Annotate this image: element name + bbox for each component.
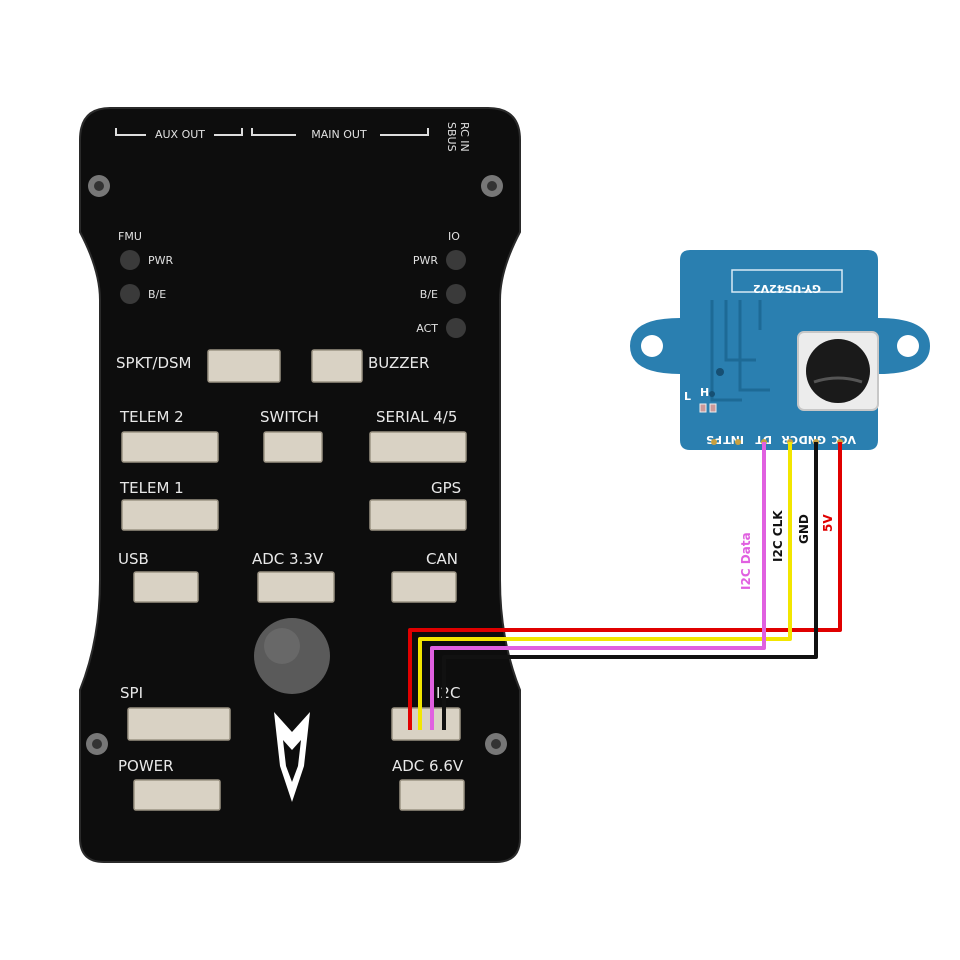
aux-out-label: AUX OUT bbox=[155, 128, 205, 141]
sensor-pcb bbox=[630, 250, 930, 450]
can-connector[interactable] bbox=[391, 571, 457, 603]
wires bbox=[408, 442, 842, 730]
wire-i2c-data bbox=[430, 442, 766, 730]
fmu-pwr-led bbox=[120, 250, 140, 270]
wire-label-i2c-data: I2C Data bbox=[739, 532, 753, 590]
usb-connector[interactable] bbox=[133, 571, 199, 603]
gps-connector[interactable] bbox=[369, 499, 467, 531]
switch-label: SWITCH bbox=[260, 408, 319, 426]
io-label: IO bbox=[448, 230, 460, 243]
screw-bottom-right bbox=[485, 733, 507, 755]
wire-label-i2c-clk: I2C CLK bbox=[771, 510, 785, 562]
io-act-label: ACT bbox=[416, 322, 438, 335]
wire-label-5v: 5V bbox=[821, 514, 835, 532]
buzzer-label: BUZZER bbox=[368, 354, 429, 372]
serial45-connector[interactable] bbox=[369, 431, 467, 463]
spi-connector[interactable] bbox=[127, 707, 231, 741]
wire-5v bbox=[408, 442, 842, 730]
io-pwr-led bbox=[446, 250, 466, 270]
spi-label: SPI bbox=[120, 684, 143, 702]
fmu-label: FMU bbox=[118, 230, 142, 243]
main-out-label: MAIN OUT bbox=[311, 128, 367, 141]
pin-int-label: INT bbox=[723, 433, 744, 446]
adc66-connector[interactable] bbox=[399, 779, 465, 811]
screw-top-right bbox=[481, 175, 503, 197]
wire-labels: I2C Data I2C CLK GND 5V bbox=[739, 510, 835, 590]
adc66-label: ADC 6.6V bbox=[392, 757, 464, 775]
sensor-l-label: L bbox=[684, 390, 691, 403]
can-label: CAN bbox=[426, 550, 458, 568]
mount-hole-left bbox=[641, 335, 663, 357]
sbus-label: SBUS bbox=[445, 122, 458, 152]
rc-in-label: RC IN bbox=[458, 122, 471, 152]
switch-connector[interactable] bbox=[263, 431, 323, 463]
telem1-connector[interactable] bbox=[121, 499, 219, 531]
wire-gnd bbox=[442, 442, 818, 730]
io-pwr-label: PWR bbox=[413, 254, 439, 267]
usb-label: USB bbox=[118, 550, 149, 568]
fmu-be-label: B/E bbox=[148, 288, 166, 301]
telem2-label: TELEM 2 bbox=[119, 408, 184, 426]
mount-hole-right bbox=[897, 335, 919, 357]
wire-label-gnd: GND bbox=[797, 514, 811, 544]
pad-int bbox=[735, 439, 741, 445]
screw-top-left bbox=[88, 175, 110, 197]
io-be-led bbox=[446, 284, 466, 304]
power-connector[interactable] bbox=[133, 779, 221, 811]
gps-label: GPS bbox=[431, 479, 461, 497]
io-act-led bbox=[446, 318, 466, 338]
i2c-label: I2C bbox=[436, 684, 460, 702]
io-be-label: B/E bbox=[420, 288, 438, 301]
spkt-dsm-connector[interactable] bbox=[207, 349, 281, 383]
sensor-model-label: GY-US42V2 bbox=[753, 282, 821, 295]
pad-ps bbox=[711, 439, 717, 445]
adc33-label: ADC 3.3V bbox=[252, 550, 324, 568]
adc33-connector[interactable] bbox=[257, 571, 335, 603]
i2c-connector[interactable] bbox=[391, 707, 461, 741]
spkt-dsm-label: SPKT/DSM bbox=[116, 354, 191, 372]
serial45-label: SERIAL 4/5 bbox=[376, 408, 457, 426]
flight-controller: AUX OUT MAIN OUT SBUS RC IN FMU PWR B/E … bbox=[79, 107, 521, 863]
screw-bottom-left bbox=[86, 733, 108, 755]
wire-i2c-clk bbox=[418, 442, 792, 730]
sensor-module: GY-US42V2 L H PS INT DT CR GND VCC bbox=[630, 250, 930, 450]
fmu-pwr-label: PWR bbox=[148, 254, 174, 267]
power-label: POWER bbox=[118, 757, 174, 775]
buzzer-connector[interactable] bbox=[311, 349, 363, 383]
sensor-h-label: H bbox=[700, 386, 709, 399]
fmu-be-led bbox=[120, 284, 140, 304]
telem1-label: TELEM 1 bbox=[119, 479, 184, 497]
pin-vcc-label: VCC bbox=[831, 433, 856, 446]
telem2-connector[interactable] bbox=[121, 431, 219, 463]
pin-gnd-label: GND bbox=[799, 433, 826, 446]
